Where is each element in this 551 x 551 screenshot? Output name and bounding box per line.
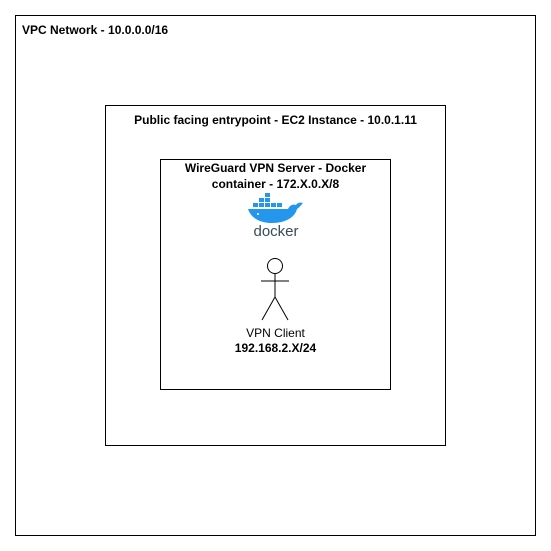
- docker-wordmark: docker: [253, 223, 298, 238]
- vpn-client-label: VPN Client: [246, 326, 305, 340]
- docker-logo: docker: [248, 193, 303, 238]
- docker-container-label: WireGuard VPN Server - Docker container …: [184, 161, 367, 191]
- vpn-client-ip: 192.168.2.X/24: [234, 341, 317, 355]
- actor-icon[interactable]: [258, 258, 292, 322]
- docker-whale-icon: [248, 193, 303, 223]
- ec2-instance-label: Public facing entrypoint - EC2 Instance …: [134, 113, 417, 127]
- vpc-network-label: VPC Network - 10.0.0.0/16: [22, 23, 169, 37]
